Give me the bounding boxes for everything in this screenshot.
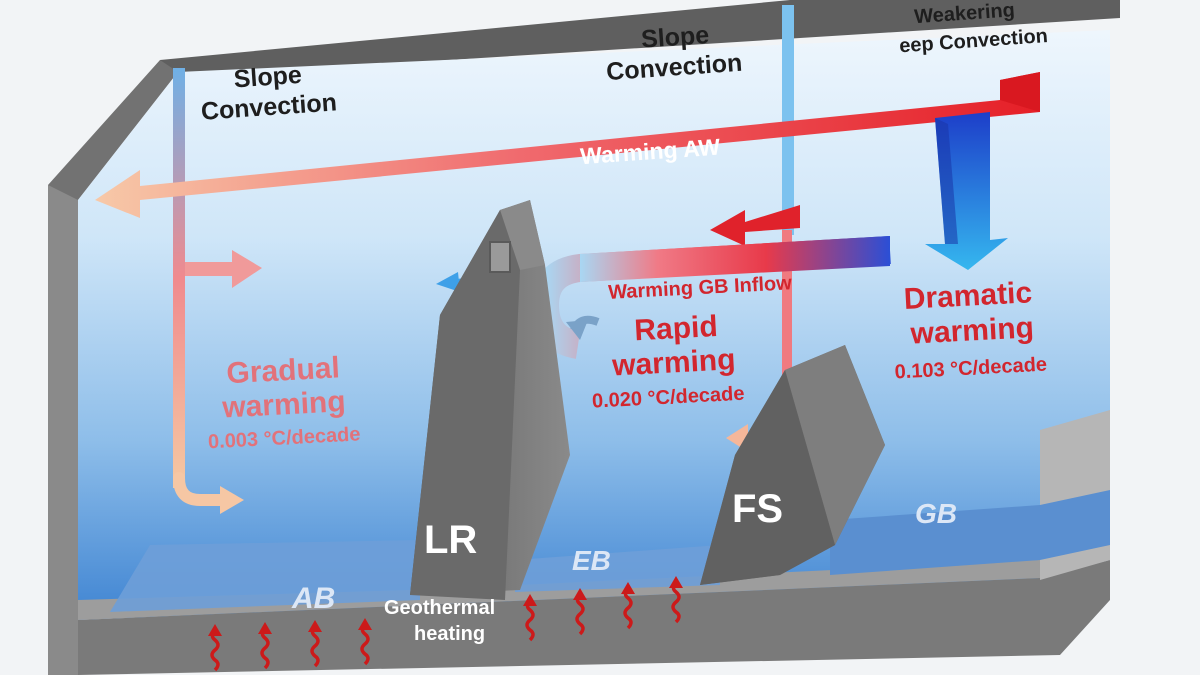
geothermal-arrow-icon xyxy=(208,624,222,672)
geothermal-arrow-icon xyxy=(523,594,537,642)
gb-basin-floor xyxy=(830,490,1110,575)
container-left-front xyxy=(48,185,78,675)
dramatic-warming-label: Dramatic warming 0.103 °C/decade xyxy=(890,276,1048,384)
pipe-arrowhead xyxy=(220,486,244,514)
geothermal-arrow-icon xyxy=(258,622,272,670)
lr-ridge xyxy=(410,200,570,600)
eb-basin-floor xyxy=(515,545,720,592)
fs-ridge xyxy=(700,345,885,585)
container-top-edge xyxy=(160,0,1120,78)
slope-convection-left-pipe xyxy=(173,68,244,514)
fs-ridge-label: FS xyxy=(732,487,783,531)
seabed xyxy=(78,560,1110,675)
geothermal-arrow-icon xyxy=(358,618,372,666)
ab-basin-label: AB xyxy=(291,582,335,615)
aw-branch-arrow xyxy=(710,205,800,246)
warming-aw-arrow xyxy=(95,72,1040,218)
deep-convection-arrow xyxy=(925,112,1008,270)
ab-basin-floor xyxy=(110,540,420,612)
left-branch-arrow xyxy=(185,250,262,288)
geothermal-arrow-icon xyxy=(573,588,587,636)
geothermal-arrow-icon xyxy=(308,620,322,668)
gb-inflow-arrowhead xyxy=(566,320,588,340)
gb-basin-label: GB xyxy=(915,498,957,529)
eb-basin-label: EB xyxy=(572,545,611,576)
gradual-warming-label: Gradual warming 0.003 °C/decade xyxy=(204,350,361,453)
lr-ridge-label: LR xyxy=(424,518,477,562)
rapid-warming-label: Rapid warming 0.020 °C/decade xyxy=(588,309,745,413)
geothermal-heating-label: Geothermal heating xyxy=(384,597,501,645)
geothermal-arrow-icon xyxy=(621,582,635,630)
geothermal-arrows xyxy=(208,576,683,672)
container-left-wall xyxy=(48,60,178,600)
geothermal-arrow-icon xyxy=(669,576,683,624)
